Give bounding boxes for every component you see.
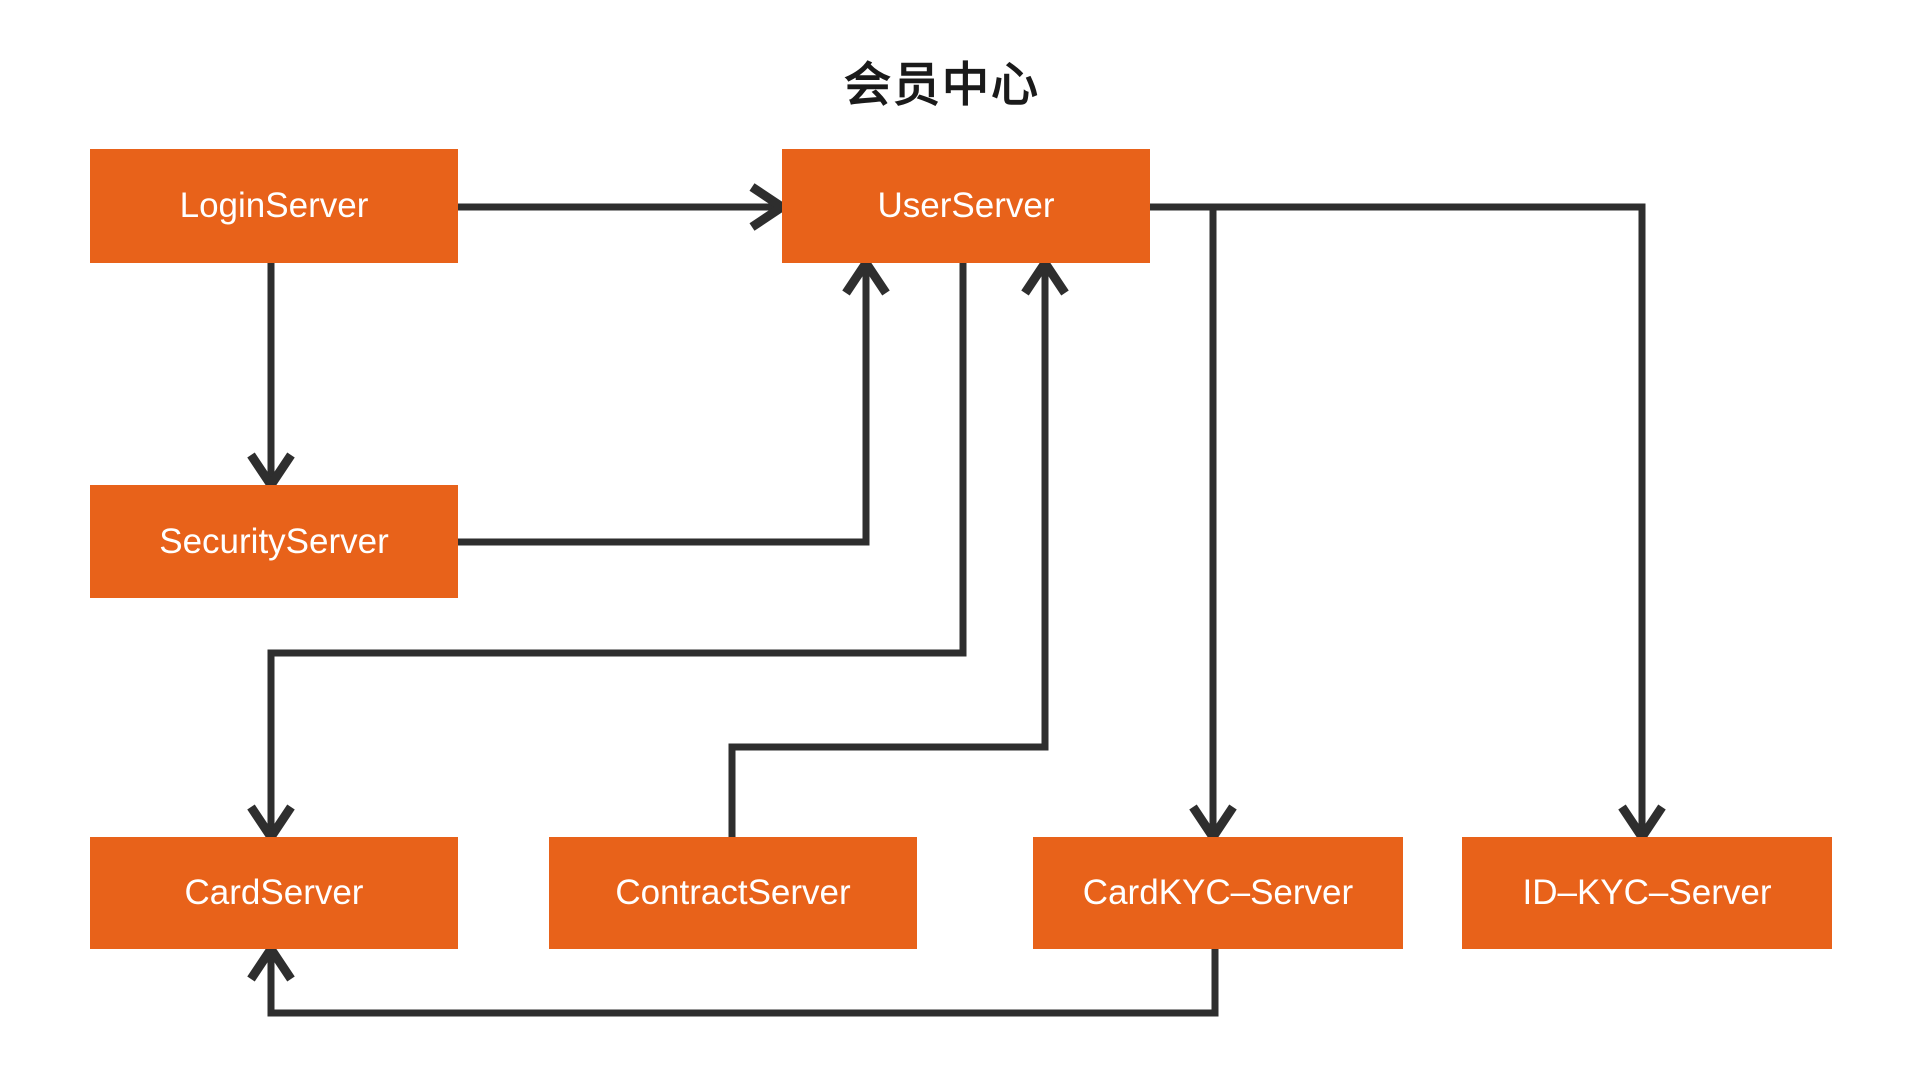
edge-contract-to-user: [728, 254, 1069, 837]
node-card-server: CardServer: [90, 837, 458, 949]
edge-user-to-idkyc: [1213, 203, 1666, 846]
edge-cardkyc-to-card: [247, 940, 1219, 1017]
node-login-server: LoginServer: [90, 149, 458, 263]
node-contract-server: ContractServer: [549, 837, 917, 949]
edge-security-to-user: [458, 254, 890, 546]
node-idkyc-server: ID–KYC–Server: [1462, 837, 1832, 949]
edge-user-to-cardkyc: [1150, 203, 1237, 846]
node-cardkyc-server: CardKYC–Server: [1033, 837, 1403, 949]
node-user-server: UserServer: [782, 149, 1150, 263]
diagram-title: 会员中心: [844, 58, 1040, 111]
edge-user-to-card: [247, 263, 967, 846]
node-security-server: SecurityServer: [90, 485, 458, 598]
